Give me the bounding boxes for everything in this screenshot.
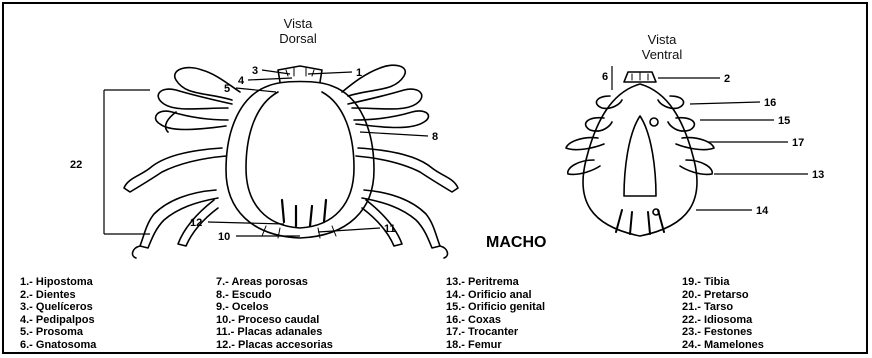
legend-item: 24.- Mamelones [682,339,764,352]
legend-item: 10.- Proceso caudal [216,314,333,327]
legend-item: 9.- Ocelos [216,301,333,314]
legend-item: 12.- Placas accesorias [216,339,333,352]
legend-item: 23.- Festones [682,326,764,339]
callout-ventral-16: 16 [764,97,776,109]
ventral-title-line2: Ventral [622,47,702,62]
callout-dorsal-3: 3 [252,65,258,77]
legend-item: 15.- Orificio genital [446,301,545,314]
callout-ventral-14: 14 [756,205,769,217]
callout-dorsal-8: 8 [432,131,438,143]
legend-item: 20.- Pretarso [682,289,764,302]
callout-dorsal-10: 10 [218,231,230,243]
legend-item: 14.- Orificio anal [446,289,545,302]
legend-item: 4.- Pedipalpos [20,314,96,327]
legend-item: 2.- Dientes [20,289,96,302]
legend-item: 8.- Escudo [216,289,333,302]
legend-item: 18.- Femur [446,339,545,352]
legend-item: 22.- Idiosoma [682,314,764,327]
callout-dorsal-11: 11 [384,223,396,235]
legend-column-3: 13.- Peritrema 14.- Orificio anal 15.- O… [446,276,545,352]
callout-ventral-15: 15 [778,115,790,127]
leader-lines [104,66,808,236]
legend-item: 7.- Areas porosas [216,276,333,289]
ventral-title-line1: Vista [622,32,702,47]
legend-item: 19.- Tibia [682,276,764,289]
legend-item: 16.- Coxas [446,314,545,327]
sex-label: MACHO [486,234,546,252]
dorsal-scutum [246,92,354,228]
ventral-legs [566,96,714,174]
callout-dorsal-1: 1 [356,67,362,79]
legend-item: 17.- Trocanter [446,326,545,339]
legend-column-4: 19.- Tibia 20.- Pretarso 21.- Tarso 22.-… [682,276,764,352]
callout-ventral-2: 2 [724,73,730,85]
callout-ventral-6: 6 [602,71,608,83]
legend-item: 1.- Hipostoma [20,276,96,289]
legend-item: 13.- Peritrema [446,276,545,289]
callout-dorsal-22: 22 [70,159,82,171]
ventral-view-title: Vista Ventral [622,32,702,62]
legend-item: 5.- Prosoma [20,326,96,339]
legend-column-2: 7.- Areas porosas 8.- Escudo 9.- Ocelos … [216,276,333,352]
callout-dorsal-5: 5 [224,83,230,95]
dorsal-view-title: Vista Dorsal [258,16,338,46]
legend-column-1: 1.- Hipostoma 2.- Dientes 3.- Quelíceros… [20,276,96,352]
legend-item: 3.- Quelíceros [20,301,96,314]
legend-item: 6.- Gnatosoma [20,339,96,352]
dorsal-legs-left [124,68,240,258]
callout-dorsal-12: 12 [190,217,202,229]
callout-dorsal-4: 4 [238,75,245,87]
legend-item: 11.- Placas adanales [216,326,333,339]
dorsal-title-line2: Dorsal [258,31,338,46]
legend-item: 21.- Tarso [682,301,764,314]
callout-ventral-17: 17 [792,137,804,149]
dorsal-idiosoma [226,82,374,239]
dorsal-title-line1: Vista [258,16,338,31]
callout-ventral-13: 13 [812,169,824,181]
